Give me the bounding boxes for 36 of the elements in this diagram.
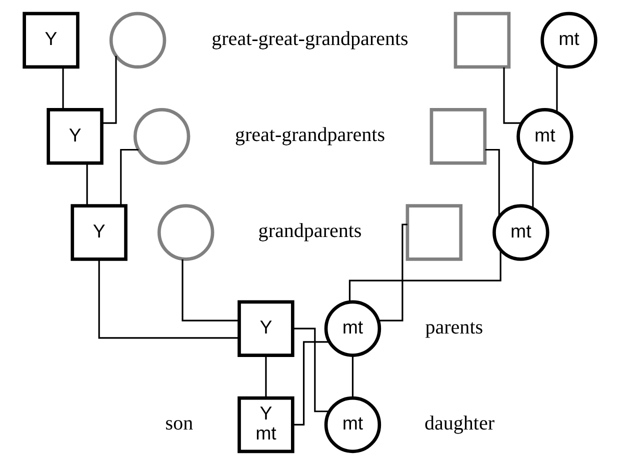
connector: [348, 250, 502, 302]
connector: [352, 355, 354, 398]
node-box: Y: [22, 12, 80, 69]
node-box: Y: [70, 204, 128, 261]
connector: [293, 341, 330, 426]
node-circle: mt: [324, 300, 382, 357]
label: parents: [425, 316, 484, 338]
node-circle: [158, 204, 214, 261]
node-box: [454, 12, 511, 69]
connector: [182, 259, 240, 322]
connector: [62, 67, 64, 110]
label: great-great-grandparents: [212, 28, 408, 50]
node-circle: mt: [540, 12, 598, 69]
node-box: Y mt: [238, 396, 294, 454]
node-label: daughter: [424, 412, 495, 434]
node-label: son: [165, 412, 194, 434]
node-circle: [133, 108, 190, 165]
node-box: [406, 204, 462, 261]
connector: [378, 224, 408, 322]
connector: [86, 163, 88, 206]
node-circle: mt: [516, 108, 574, 165]
connector: [120, 148, 138, 206]
node-circle: [109, 12, 166, 69]
connector: [265, 355, 267, 398]
node-circle: mt: [324, 396, 382, 454]
node-box: [430, 108, 487, 165]
connector: [503, 67, 522, 124]
node-circle: mt: [492, 204, 550, 261]
connector: [292, 328, 330, 412]
node-box: Y: [238, 300, 294, 357]
node-box: Y: [46, 108, 104, 165]
label: great-grandparents: [234, 124, 386, 146]
label: grandparents: [258, 220, 362, 242]
connector: [98, 260, 240, 339]
connector: [556, 64, 558, 112]
connector: [532, 160, 534, 209]
